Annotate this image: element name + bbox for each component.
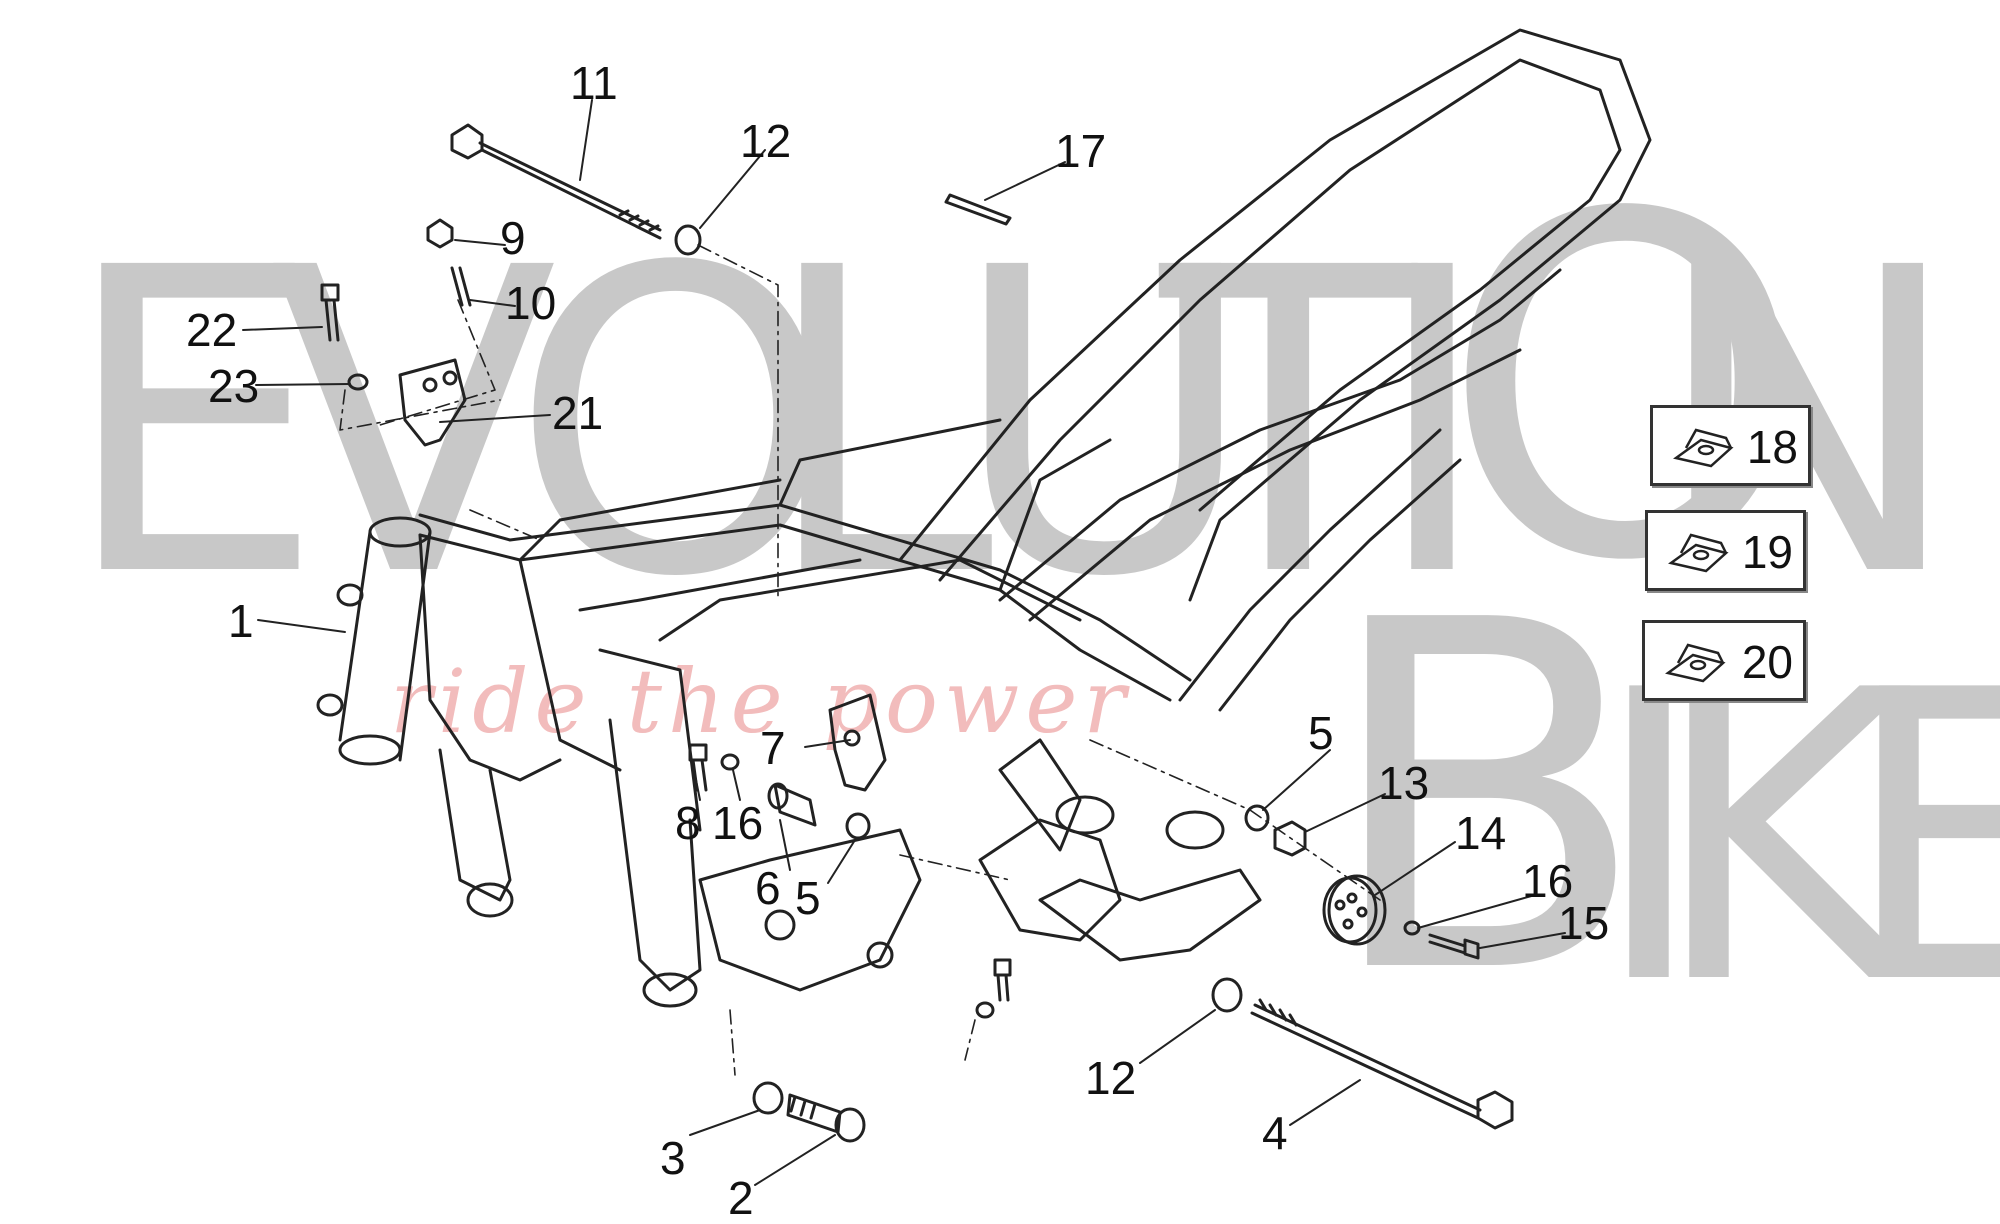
callout-2: 2: [728, 1172, 754, 1224]
leader-lines: [242, 99, 1566, 1186]
watermark-letter-e2: E: [1840, 607, 2000, 1072]
watermark-letter-o: O: [510, 180, 841, 669]
callout-5-right: 5: [1308, 707, 1334, 759]
watermark-letter-u: U: [950, 180, 1258, 669]
center-washer: [975, 1001, 995, 1019]
screw-22: [320, 283, 340, 342]
washer-23: [347, 373, 369, 391]
main-frame-tubes: [418, 418, 1192, 832]
callout-12-bottom: 12: [1085, 1052, 1137, 1104]
bracket-7: [828, 693, 887, 792]
clip-box-19: 19: [1645, 510, 1806, 591]
callout-11: 11: [570, 57, 618, 109]
clip-box-20: 20: [1642, 620, 1806, 701]
callout-17: 17: [1055, 125, 1107, 177]
washer-12-bottom: [1211, 977, 1243, 1013]
callout-8: 8: [675, 797, 701, 849]
callout-15: 15: [1558, 897, 1610, 949]
bolt-11: [450, 123, 662, 240]
callout-22: 22: [186, 304, 238, 356]
watermark-slogan: ride the power: [390, 650, 1132, 753]
nut-9: [426, 218, 454, 249]
callout-4: 4: [1262, 1107, 1288, 1159]
washer-5-left: [845, 812, 871, 840]
callout-1: 1: [228, 595, 254, 647]
stud-10: [450, 266, 472, 307]
rear-subframe: [898, 28, 1652, 712]
alignment-lines: [339, 244, 1381, 1076]
headstock: [316, 516, 432, 766]
callout-9: 9: [500, 212, 526, 264]
clip-label-19: 19: [1741, 526, 1793, 578]
watermark-letter-i2: I: [1590, 607, 1708, 1072]
washer-16-right: [1403, 920, 1421, 936]
callout-16-left: 16: [712, 797, 764, 849]
washer-3: [752, 1081, 784, 1115]
clip-label-20: 20: [1741, 636, 1793, 688]
callout-12-top: 12: [740, 115, 792, 167]
clip-box-18: 18: [1650, 405, 1811, 486]
swingarm-plates: [698, 738, 1262, 992]
callout-21: 21: [552, 387, 604, 439]
damper-14: [1322, 874, 1387, 946]
watermark-letter-i: I: [1370, 180, 1494, 669]
watermark-letter-v: V: [270, 180, 558, 669]
screw-15: [1428, 933, 1480, 960]
callout-3: 3: [660, 1132, 686, 1184]
spacer-6: [773, 783, 817, 827]
callout-16-right: 16: [1522, 855, 1574, 907]
watermark-letter-e: E: [60, 180, 326, 669]
callout-7: 7: [760, 722, 786, 774]
clip-nut-icon: [1668, 533, 1729, 573]
washer-16-left: [720, 753, 740, 771]
bolt-2: [786, 1093, 866, 1143]
callout-13: 13: [1378, 757, 1430, 809]
clip-nut-icon: [1665, 643, 1726, 683]
callout-14: 14: [1455, 807, 1507, 859]
callout-6: 6: [755, 862, 781, 914]
bolt-4: [1250, 998, 1514, 1130]
lower-lug: [438, 718, 702, 1008]
callout-5-left: 5: [795, 872, 821, 924]
washer-12-top: [674, 224, 702, 256]
watermark-letter-k: K: [1650, 607, 1913, 1072]
clip-nut-icon: [1673, 428, 1734, 468]
pin-17: [944, 193, 1012, 226]
center-screw: [993, 958, 1012, 1002]
callout-10: 10: [505, 277, 557, 329]
washer-5-right: [1244, 804, 1270, 832]
clip-label-18: 18: [1746, 421, 1798, 473]
bracket-21: [398, 358, 467, 447]
callout-23: 23: [208, 360, 260, 412]
